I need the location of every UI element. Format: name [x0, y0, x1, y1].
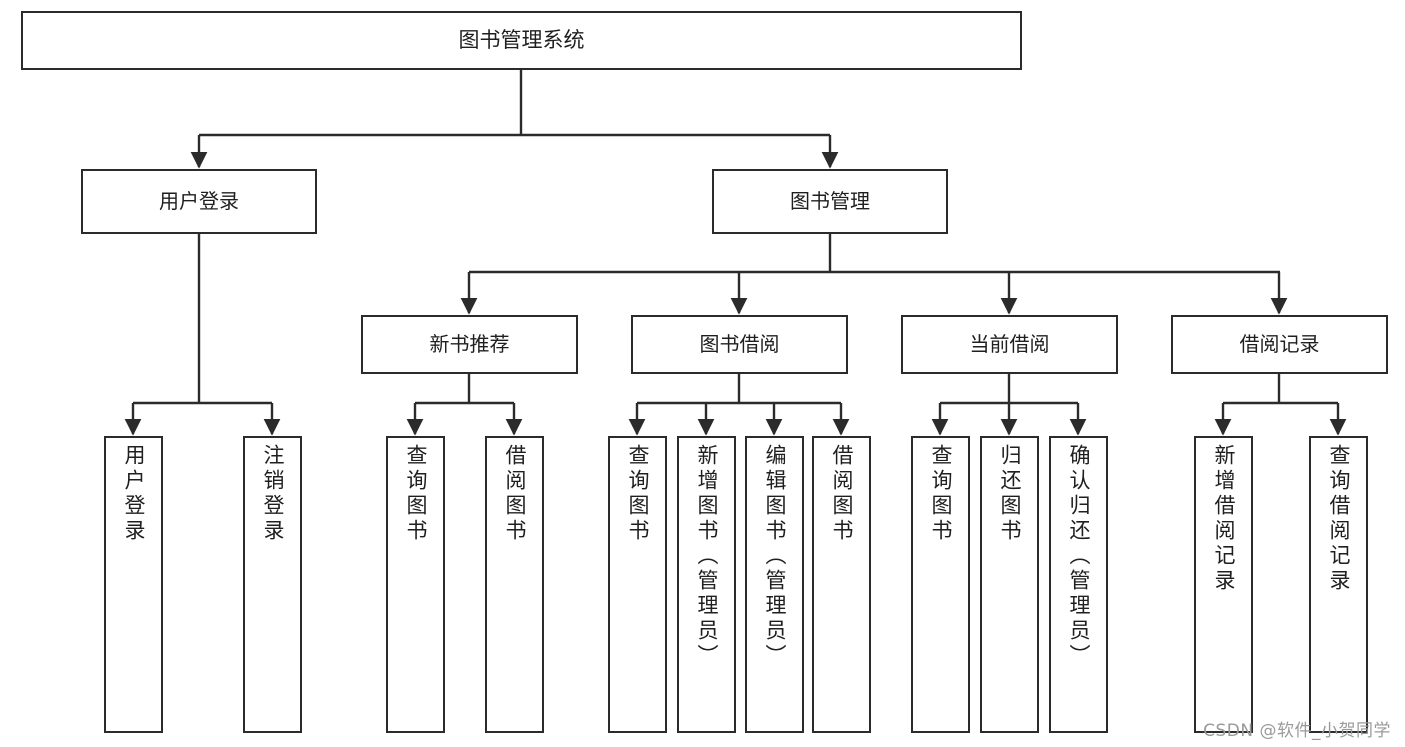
- leaf-current-borrow-confirm[interactable]: 确认归还（管理员）: [1049, 436, 1108, 733]
- node-book-manage[interactable]: 图书管理: [712, 169, 948, 234]
- node-user-login-label: 用户登录: [159, 188, 239, 213]
- leaf-user-login-logout[interactable]: 注销登录: [243, 436, 302, 733]
- leaf-label: 查询借阅记录: [1327, 444, 1351, 594]
- leaf-current-borrow-query[interactable]: 查询图书: [911, 436, 970, 733]
- node-book-borrow-label: 图书借阅: [699, 331, 780, 356]
- node-borrow-record-label: 借阅记录: [1239, 331, 1320, 356]
- leaf-label: 归还图书: [998, 444, 1022, 544]
- leaf-label: 查询图书: [404, 444, 428, 544]
- node-book-manage-label: 图书管理: [790, 188, 870, 213]
- node-new-book-recommend[interactable]: 新书推荐: [361, 315, 578, 374]
- node-root[interactable]: 图书管理系统: [21, 11, 1022, 70]
- leaf-book-borrow-edit[interactable]: 编辑图书（管理员）: [745, 436, 804, 733]
- leaf-new-book-borrow[interactable]: 借阅图书: [485, 436, 544, 733]
- leaf-label: 查询图书: [626, 444, 650, 544]
- leaf-borrow-record-query[interactable]: 查询借阅记录: [1309, 436, 1368, 733]
- leaf-label: 查询图书: [929, 444, 953, 544]
- leaf-label: 新增图书（管理员）: [695, 444, 719, 669]
- leaf-label: 借阅图书: [830, 444, 854, 544]
- node-root-label: 图书管理系统: [458, 28, 585, 53]
- leaf-label: 借阅图书: [503, 444, 527, 544]
- node-user-login[interactable]: 用户登录: [81, 169, 317, 234]
- leaf-label: 用户登录: [122, 444, 146, 544]
- node-current-borrow-label: 当前借阅: [969, 331, 1050, 356]
- leaf-borrow-record-add[interactable]: 新增借阅记录: [1194, 436, 1253, 733]
- leaf-label: 注销登录: [261, 444, 285, 544]
- leaf-book-borrow-borrow[interactable]: 借阅图书: [812, 436, 871, 733]
- leaf-book-borrow-query[interactable]: 查询图书: [608, 436, 667, 733]
- node-current-borrow[interactable]: 当前借阅: [901, 315, 1118, 374]
- leaf-book-borrow-add[interactable]: 新增图书（管理员）: [677, 436, 736, 733]
- leaf-label: 确认归还（管理员）: [1067, 444, 1091, 669]
- leaf-label: 编辑图书（管理员）: [763, 444, 787, 669]
- leaf-label: 新增借阅记录: [1212, 444, 1236, 594]
- node-new-book-recommend-label: 新书推荐: [429, 331, 510, 356]
- leaf-new-book-query[interactable]: 查询图书: [386, 436, 445, 733]
- node-borrow-record[interactable]: 借阅记录: [1171, 315, 1388, 374]
- leaf-user-login-login[interactable]: 用户登录: [104, 436, 163, 733]
- leaf-current-borrow-return[interactable]: 归还图书: [980, 436, 1039, 733]
- node-book-borrow[interactable]: 图书借阅: [631, 315, 848, 374]
